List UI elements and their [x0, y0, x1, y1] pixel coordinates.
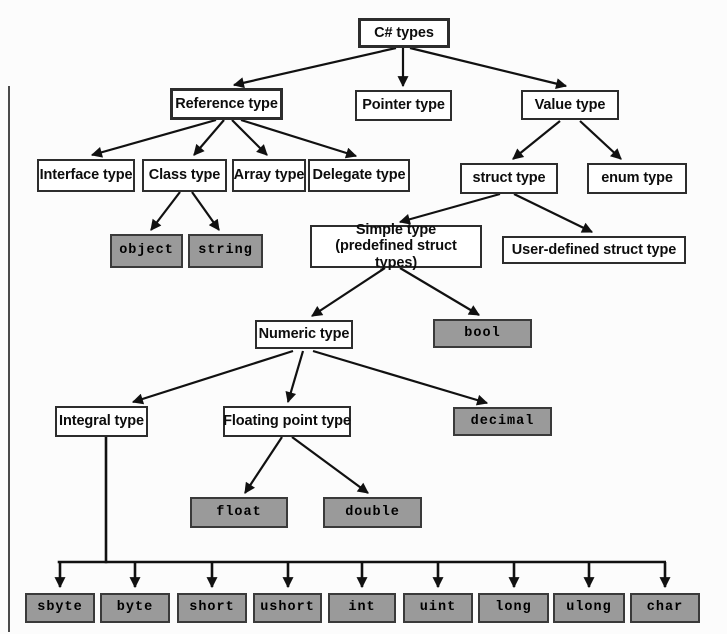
node-double-keyword: double — [323, 497, 422, 528]
node-label: Class type — [148, 167, 221, 184]
node-uint-keyword: uint — [403, 593, 473, 623]
node-delegate-type: Delegate type — [308, 159, 410, 192]
node-short-keyword: short — [177, 593, 247, 623]
node-label: Pointer type — [362, 97, 445, 114]
node-floating-type: Floating point type — [223, 406, 351, 437]
node-bool-keyword: bool — [433, 319, 532, 348]
node-label: C# types — [374, 24, 434, 41]
node-ulong-keyword: ulong — [553, 593, 625, 623]
node-interface-type: Interface type — [37, 159, 135, 192]
node-userdefined-type: User-defined struct type — [502, 236, 686, 264]
node-label: uint — [419, 600, 457, 616]
node-label: struct type — [472, 170, 546, 187]
node-label: ushort — [260, 600, 315, 616]
figure-left-border-line — [8, 86, 10, 632]
node-long-keyword: long — [478, 593, 549, 623]
node-label: Interface type — [39, 167, 133, 184]
node-label: Delegate type — [312, 167, 406, 184]
node-reference-type: Reference type — [170, 88, 283, 120]
node-label: ulong — [566, 600, 612, 616]
node-byte-keyword: byte — [100, 593, 170, 623]
node-object-keyword: object — [110, 234, 183, 268]
node-label: object — [119, 243, 174, 259]
node-label: enum type — [601, 170, 673, 187]
node-array-type: Array type — [232, 159, 306, 192]
node-value-type: Value type — [521, 90, 619, 120]
node-label: Floating point type — [223, 413, 351, 430]
node-decimal-keyword: decimal — [453, 407, 552, 436]
node-int-keyword: int — [328, 593, 396, 623]
node-label: short — [189, 600, 235, 616]
node-sbyte-keyword: sbyte — [25, 593, 95, 623]
node-pointer-type: Pointer type — [355, 90, 452, 121]
node-integral-type: Integral type — [55, 406, 148, 437]
node-char-keyword: char — [630, 593, 700, 623]
node-label: byte — [116, 600, 154, 616]
node-class-type: Class type — [142, 159, 227, 192]
node-label: Array type — [233, 167, 305, 184]
node-label: sbyte — [37, 600, 83, 616]
node-label: Value type — [534, 96, 606, 113]
node-label: User-defined struct type — [511, 241, 677, 258]
node-struct-type: struct type — [460, 163, 558, 194]
node-string-keyword: string — [188, 234, 263, 268]
node-label: Simple type (predefined struct types) — [335, 222, 457, 271]
node-enum-type: enum type — [587, 163, 687, 194]
node-label: bool — [464, 325, 501, 341]
node-label: Numeric type — [258, 326, 350, 343]
node-label: double — [345, 504, 400, 520]
node-label: Reference type — [175, 95, 278, 112]
node-label: int — [348, 600, 376, 616]
node-float-keyword: float — [190, 497, 288, 528]
node-simple-type: Simple type (predefined struct types) — [310, 222, 482, 271]
node-label: Integral type — [59, 413, 144, 430]
node-label: decimal — [470, 413, 535, 429]
node-label: string — [198, 243, 253, 259]
node-numeric-type: Numeric type — [255, 320, 353, 349]
node-label: float — [216, 504, 262, 520]
node-label: long — [495, 600, 532, 616]
node-root-type: C# types — [358, 18, 450, 48]
node-ushort-keyword: ushort — [253, 593, 322, 623]
node-label: char — [646, 600, 684, 616]
